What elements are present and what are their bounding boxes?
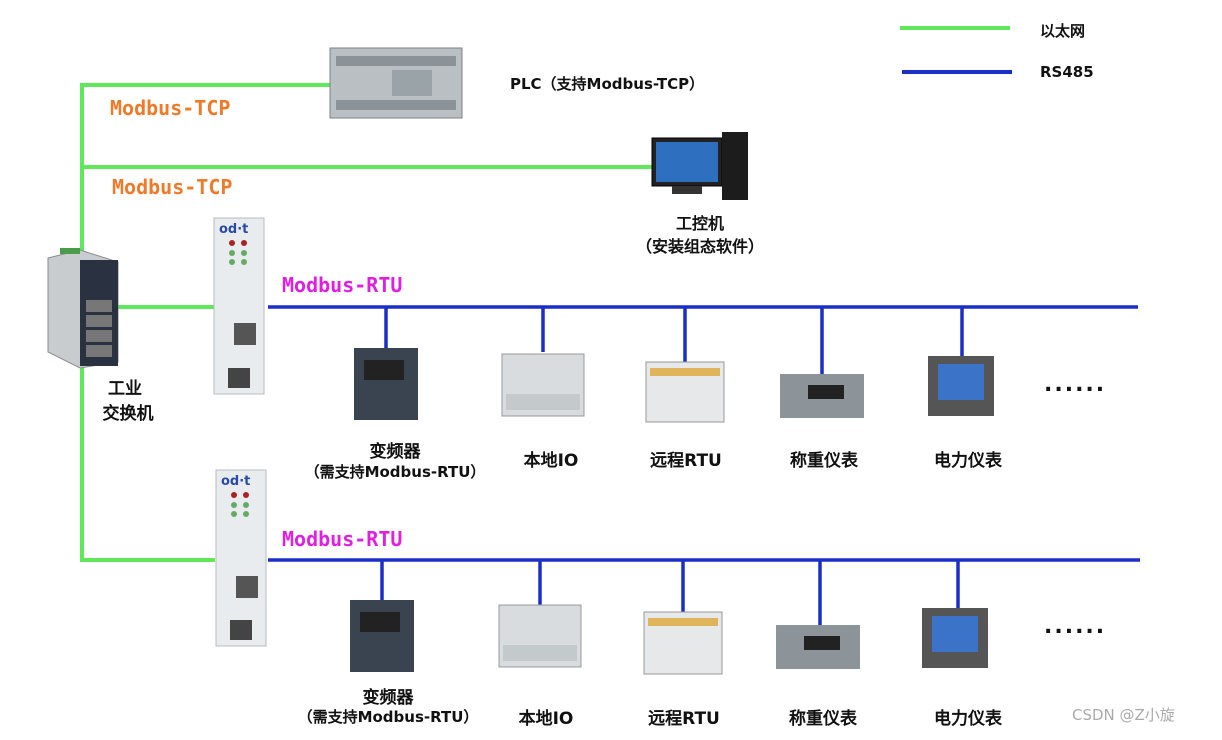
switch-label-line1: 工业 bbox=[108, 379, 142, 399]
vfd-image bbox=[350, 600, 414, 672]
ipc-label: 工控机 bbox=[675, 214, 725, 233]
rs485-bus-bottom bbox=[268, 558, 1140, 625]
device-label-remote-rtu: 远程RTU bbox=[650, 451, 722, 471]
device-note-vfd: （需支持Modbus-RTU） bbox=[297, 708, 479, 726]
switch-label-line2: 交换机 bbox=[102, 404, 154, 424]
power-meter-image bbox=[928, 356, 994, 416]
device-label-local-io: 本地IO bbox=[518, 709, 574, 729]
device-label-vfd: 变频器 bbox=[362, 688, 414, 708]
device-label-power-meter: 电力仪表 bbox=[934, 709, 1002, 729]
watermark: CSDN @Z小旋 bbox=[1072, 706, 1175, 724]
device-label-power-meter: 电力仪表 bbox=[934, 451, 1002, 471]
gateway-brand-logo: od·t bbox=[221, 474, 251, 489]
legend-ethernet-label: 以太网 bbox=[1040, 22, 1086, 40]
local-io-image bbox=[501, 353, 585, 417]
more-devices-ellipsis: ...... bbox=[1044, 372, 1107, 397]
gateway-top-image bbox=[213, 217, 265, 395]
device-label-weighing-meter: 称重仪表 bbox=[790, 451, 858, 471]
device-label-local-io: 本地IO bbox=[523, 451, 579, 471]
legend-rs485-label: RS485 bbox=[1040, 63, 1094, 81]
weighing-meter-image bbox=[776, 625, 860, 669]
protocol-label-rtu-bottom: Modbus-RTU bbox=[282, 527, 403, 551]
vfd-image bbox=[354, 348, 418, 420]
gateway-bottom-image bbox=[215, 469, 267, 647]
ipc-sublabel: （安装组态软件） bbox=[635, 237, 765, 256]
more-devices-ellipsis: ...... bbox=[1044, 614, 1107, 639]
device-label-vfd: 变频器 bbox=[369, 442, 421, 462]
device-label-weighing-meter: 称重仪表 bbox=[789, 709, 857, 729]
device-note-vfd: （需支持Modbus-RTU） bbox=[304, 463, 486, 481]
weighing-meter-image bbox=[780, 374, 864, 418]
plc-label: PLC（支持Modbus-TCP） bbox=[510, 75, 705, 93]
ethernet-links bbox=[80, 83, 652, 562]
protocol-label-tcp-pc: Modbus-TCP bbox=[112, 175, 233, 199]
plc-image bbox=[329, 47, 463, 119]
protocol-label-tcp-plc: Modbus-TCP bbox=[110, 96, 231, 120]
remote-rtu-image bbox=[643, 611, 723, 675]
protocol-label-rtu-top: Modbus-RTU bbox=[282, 273, 403, 297]
remote-rtu-image bbox=[645, 361, 725, 423]
industrial-switch-image bbox=[47, 248, 119, 369]
device-label-remote-rtu: 远程RTU bbox=[648, 709, 720, 729]
rs485-bus-top bbox=[268, 305, 1138, 374]
power-meter-image bbox=[922, 608, 988, 668]
local-io-image bbox=[498, 604, 582, 668]
industrial-pc-image bbox=[651, 132, 748, 200]
gateway-brand-logo: od·t bbox=[219, 222, 249, 237]
